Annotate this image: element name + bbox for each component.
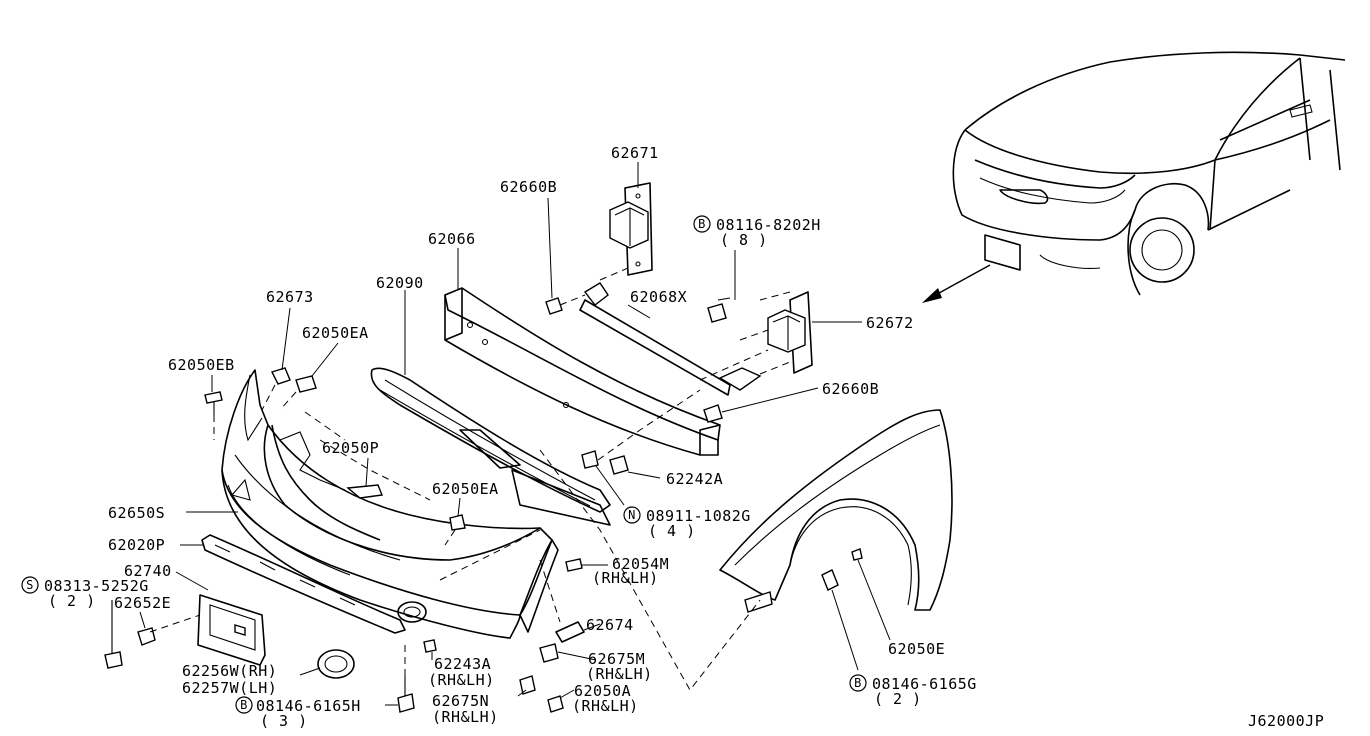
label-08146-bottom: 08146-6165H [256,697,361,715]
clip-62050A [547,689,575,713]
stay-62068X [559,267,791,396]
label-08313: 08313-5252G [44,577,149,595]
label-62050EA-top: 62050EA [302,324,369,342]
bracket-62671 [609,162,653,276]
label-62090: 62090 [376,274,424,292]
label-08146-bottom-qty: ( 3 ) [260,712,308,730]
nut-marker-icon [623,506,641,524]
bracket-62672 [699,291,862,381]
bolt-marker-letter-right: B [854,676,862,690]
label-62671: 62671 [611,144,659,162]
clip-62673 [261,307,291,411]
bolt-marker-letter-bottom: B [240,698,248,712]
label-62243A: 62243A [434,655,491,673]
clip-62054M [565,558,608,572]
label-62257W: 62257W(LH) [182,679,277,697]
direction-arrow [922,264,991,303]
label-62243A-side: (RH&LH) [428,671,495,689]
label-62050E: 62050E [888,640,945,658]
plate-bracket-62740 [175,571,266,666]
screw-marker-letter: S [26,578,34,592]
screw-08313 [104,600,123,669]
label-62672: 62672 [866,314,914,332]
clip-62050P [319,439,431,501]
label-62054M-side: (RH&LH) [592,569,659,587]
label-62675M: 62675M [588,650,645,668]
label-62650S: 62650S [108,504,165,522]
screw-marker-icon [21,576,39,594]
bolt-62243A [423,639,437,660]
clip-62675M [539,643,597,663]
label-62050EA-mid: 62050EA [432,480,499,498]
label-08911: 08911-1082G [646,507,751,525]
label-08116: 08116-8202H [716,216,821,234]
clip-62050EB [204,375,223,440]
label-62674: 62674 [586,616,634,634]
bolt-marker-icon [693,215,711,233]
callout-labels: 62671 62660B 62066 B 08116-8202H ( 8 ) 6… [21,144,1324,730]
clip-62660B-top [545,197,563,315]
label-62050A-side: (RH&LH) [572,697,639,715]
label-62050P: 62050P [322,439,379,457]
nut-marker-letter: N [628,508,636,522]
clip-62242A [597,389,701,479]
bolt-08116 [707,250,736,323]
label-08116-qty: ( 8 ) [720,231,768,249]
label-62660B-right: 62660B [822,380,879,398]
label-62652E: 62652E [114,594,171,612]
absorber-62090 [370,290,611,526]
label-08146-right: 08146-6165G [872,675,977,693]
label-62050A: 62050A [574,682,631,700]
label-08313-qty: ( 2 ) [48,592,96,610]
clip-62675N [517,675,536,697]
clip-62050EA-top [279,342,339,411]
label-62675N: 62675N [432,692,489,710]
clip-62050EA-mid [444,497,466,546]
dashed-link-lines [304,411,761,691]
bumper-fascia-62650S [186,369,559,639]
label-08911-qty: ( 4 ) [648,522,696,540]
clip-62660B-right [703,387,819,423]
label-62673: 62673 [266,288,314,306]
label-08146-right-qty: ( 2 ) [874,690,922,708]
label-62242A: 62242A [666,470,723,488]
nut-08911 [581,450,625,506]
bolt-marker-icon-bottom [235,696,253,714]
label-62256W: 62256W(RH) [182,662,277,680]
label-62068X: 62068X [630,288,687,306]
label-62675N-side: (RH&LH) [432,708,499,726]
label-62020P: 62020P [108,536,165,554]
bolt-marker-letter: B [698,217,706,231]
label-62675M-side: (RH&LH) [586,665,653,683]
fender [719,409,953,671]
bracket-62674 [539,559,601,643]
bolt-marker-icon-right [849,674,867,692]
label-62740: 62740 [124,562,172,580]
bar-62020P [180,534,406,634]
reinforcement-62066 [444,248,721,456]
vehicle-illustration [952,51,1346,296]
diagram-code: J62000JP [1248,712,1324,730]
label-62066: 62066 [428,230,476,248]
label-62054M: 62054M [612,555,669,573]
emblem-62256W [299,649,355,679]
bolt-08146-bottom [385,640,415,713]
label-62050EB: 62050EB [168,356,235,374]
label-62660B-top: 62660B [500,178,557,196]
clip-62652E [137,611,201,646]
